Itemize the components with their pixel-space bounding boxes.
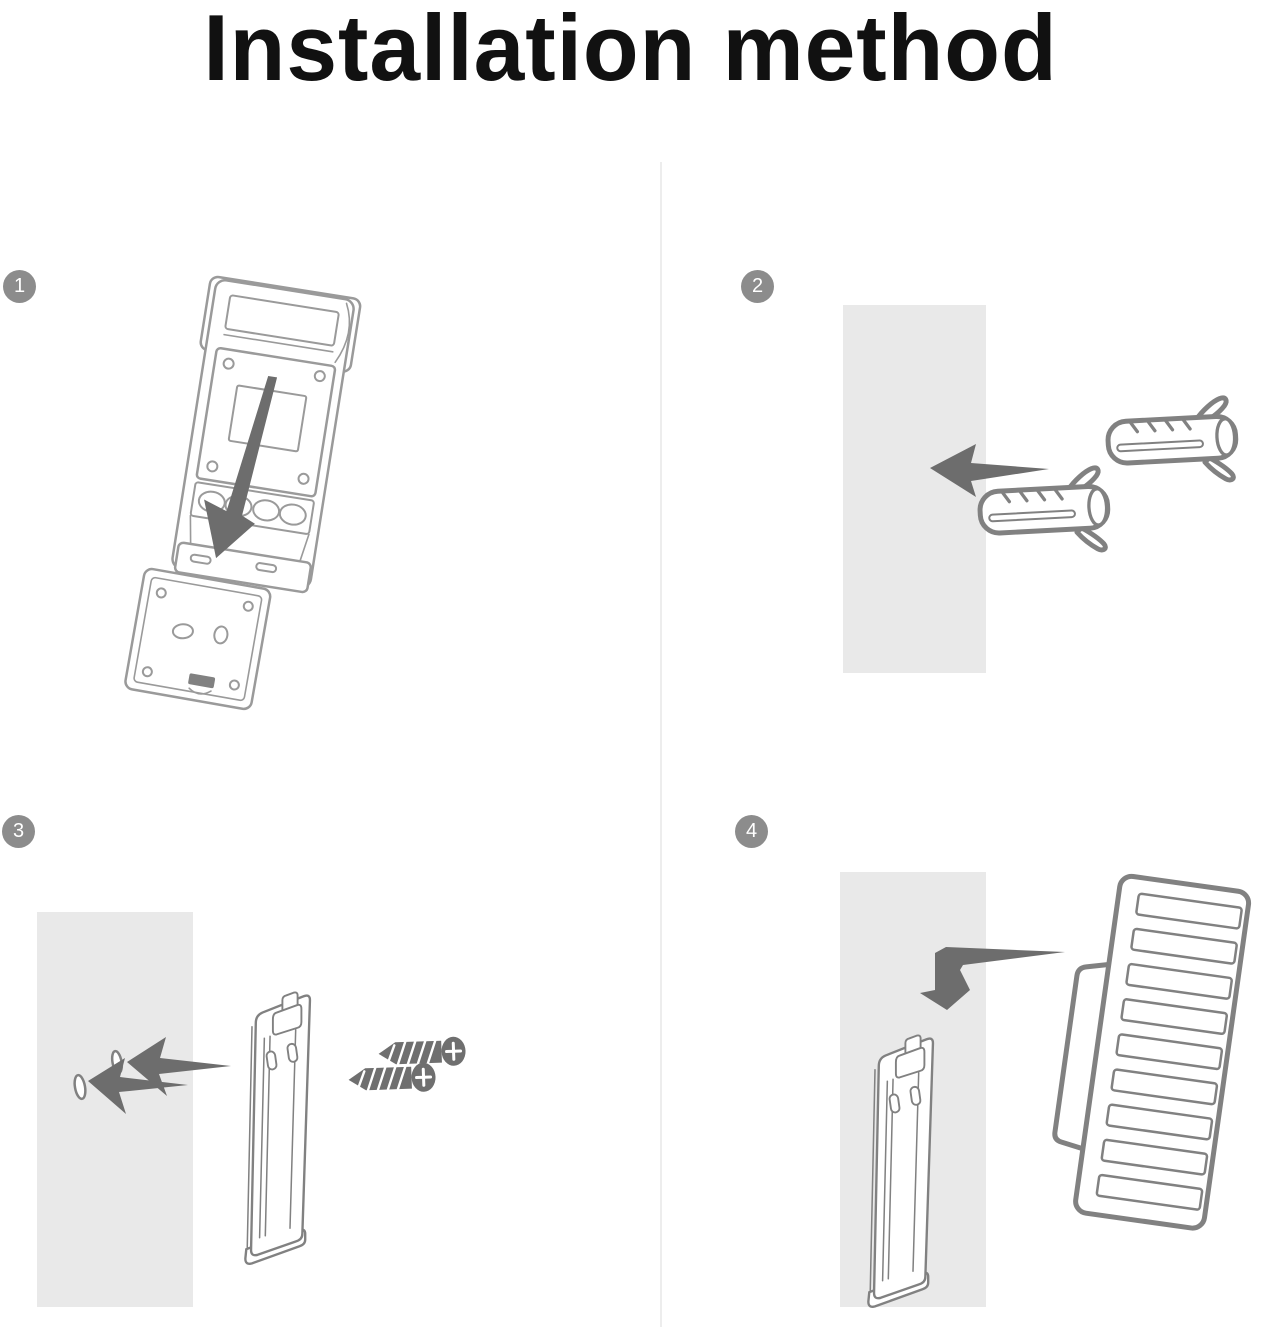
device-front-with-louvers — [1052, 873, 1252, 1231]
mounting-plate — [124, 567, 272, 711]
screw-bottom — [346, 1060, 438, 1096]
step-3-illustration — [73, 991, 468, 1265]
step-1-badge: 1 — [3, 270, 36, 303]
to-wall-arrow-lower — [88, 1058, 188, 1114]
step-2-illustration — [930, 295, 1255, 685]
step-1-illustration — [124, 275, 362, 711]
wall-bracket — [244, 991, 312, 1265]
step-2-number: 2 — [751, 275, 764, 297]
step-3-badge: 3 — [2, 815, 35, 848]
step-4-badge: 4 — [735, 815, 768, 848]
page-title: Installation method — [203, 0, 1058, 100]
insert-down-arrow — [204, 376, 278, 559]
device-back-view — [171, 275, 362, 594]
step-2-wall-panel — [843, 305, 986, 673]
bent-down-arrow — [920, 947, 1065, 1010]
louver-slats — [1095, 892, 1243, 1211]
quadrant-divider — [660, 162, 662, 1327]
step-3-wall-panel — [37, 912, 193, 1307]
wall-anchor-bottom — [978, 467, 1110, 556]
into-wall-arrow — [930, 444, 1049, 497]
wall-hole-left — [73, 1073, 87, 1101]
step-4-number: 4 — [745, 820, 758, 842]
mounted-wall-bracket — [867, 1034, 935, 1308]
step-4-illustration — [867, 873, 1252, 1308]
step-1-number: 1 — [13, 275, 26, 297]
step-2-badge: 2 — [741, 270, 774, 303]
step-3-number: 3 — [12, 820, 25, 842]
wall-anchor-top — [1106, 397, 1238, 486]
